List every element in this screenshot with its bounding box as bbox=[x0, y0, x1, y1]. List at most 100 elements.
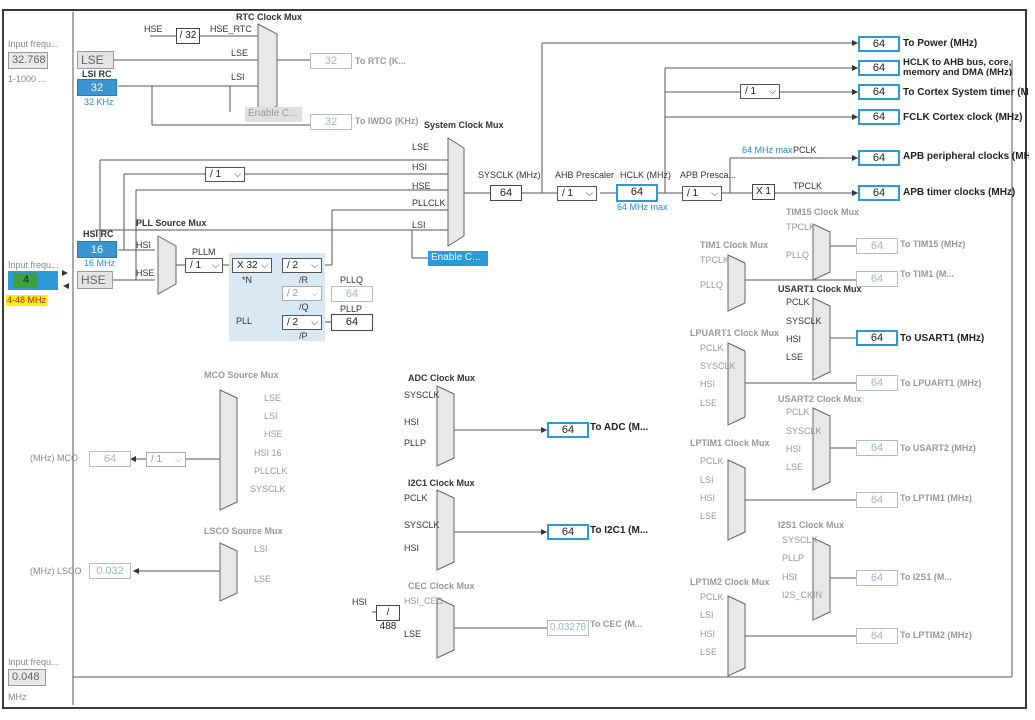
usart1-in3: HSI bbox=[786, 334, 802, 344]
apb-timer-value: 64 bbox=[858, 185, 900, 201]
plln-select[interactable]: X 32⌵ bbox=[232, 258, 272, 273]
lsco-value: 0.032 bbox=[89, 563, 131, 579]
apb-periph-label: APB peripheral clocks (MHz) bbox=[903, 151, 1029, 162]
sys-hse-in: HSE bbox=[412, 181, 431, 191]
iwdg-value: 32 bbox=[310, 114, 352, 130]
lse-freq-input[interactable]: 32.768 bbox=[8, 52, 48, 69]
usart1-value: 64 bbox=[856, 330, 898, 346]
hsi-div-select[interactable]: / 1 ⌵ bbox=[205, 167, 245, 182]
i2c1-value: 64 bbox=[547, 524, 589, 540]
hclk-input[interactable]: 64 bbox=[616, 184, 658, 202]
chevron-down-icon: ⌵ bbox=[311, 317, 318, 327]
mco-mux-title: MCO Source Mux bbox=[204, 370, 279, 380]
apb-periph-value: 64 bbox=[858, 150, 900, 166]
lptim2-value: 64 bbox=[856, 628, 898, 644]
pllp-select[interactable]: / 2 ⌵ bbox=[282, 315, 322, 330]
bottom-unit: MHz bbox=[8, 692, 27, 702]
rtc-lse-in: LSE bbox=[231, 48, 249, 58]
lpuart1-in3: HSI bbox=[700, 379, 716, 389]
tim15-in1: TPCLK bbox=[786, 222, 816, 232]
hsi-div-value: / 1 bbox=[210, 169, 222, 180]
cec-value: 0.03278 bbox=[547, 620, 589, 636]
lpuart1-in4: LSE bbox=[700, 398, 718, 408]
rtc-out-label: To RTC (K... bbox=[355, 56, 406, 66]
cec-div: / 488 bbox=[376, 605, 400, 632]
usart1-mux-title: USART1 Clock Mux bbox=[778, 284, 862, 294]
mco-in1: LSE bbox=[264, 393, 282, 403]
lsco-in2: LSE bbox=[254, 574, 272, 584]
tim1-value: 64 bbox=[856, 271, 898, 287]
pll-label: PLL bbox=[236, 316, 253, 326]
pllr-label: /R bbox=[299, 275, 308, 285]
hsi-rc-source[interactable]: 16 bbox=[77, 241, 117, 258]
hse-range: 4-48 MHz bbox=[6, 295, 48, 306]
lptim2-label: To LPTIM2 (MHz) bbox=[900, 630, 972, 640]
hclk-max: 64 MHz max bbox=[617, 202, 668, 212]
lptim1-in4: LSE bbox=[700, 511, 718, 521]
apb-prescaler-select[interactable]: / 1⌵ bbox=[682, 186, 722, 201]
i2c1-in1: PCLK bbox=[404, 493, 428, 503]
rtc-enable-css-button[interactable]: Enable C... bbox=[245, 107, 302, 122]
mco-div-select[interactable]: / 1⌵ bbox=[146, 452, 186, 467]
pll-hsi-in: HSI bbox=[136, 240, 152, 250]
lsi-unit: 32 KHz bbox=[84, 97, 114, 107]
lptim1-value: 64 bbox=[856, 492, 898, 508]
pclk-max: 64 MHz max bbox=[742, 145, 793, 155]
rtc-div-32[interactable]: / 32 bbox=[176, 28, 200, 44]
sys-enable-css-button[interactable]: Enable C... bbox=[428, 251, 488, 266]
usart1-in2: SYSCLK bbox=[786, 316, 822, 326]
hse-freq-input[interactable]: 4 bbox=[14, 273, 38, 288]
ahb-label: AHB Prescaler bbox=[555, 170, 615, 180]
i2s1-in4: I2S_CKIN bbox=[782, 590, 823, 600]
i2c1-label: To I2C1 (M... bbox=[590, 525, 649, 536]
lsco-mux-title: LSCO Source Mux bbox=[204, 526, 283, 536]
mco-in5: PLLCLK bbox=[254, 466, 288, 476]
lptim2-in2: LSI bbox=[700, 610, 714, 620]
pllm-select[interactable]: / 1⌵ bbox=[185, 258, 223, 273]
tim15-value: 64 bbox=[856, 238, 898, 254]
cec-hsi: HSI bbox=[352, 597, 368, 607]
lpuart1-label: To LPUART1 (MHz) bbox=[900, 378, 982, 388]
pllq-div-value: / 2 bbox=[287, 288, 299, 299]
pllp-label: PLLP bbox=[340, 304, 363, 314]
pllq-select[interactable]: / 2⌵ bbox=[282, 286, 322, 301]
pllp-div-label: /P bbox=[299, 331, 308, 341]
cec-in1: HSI_CEC bbox=[404, 596, 444, 606]
i2s1-in2: PLLP bbox=[782, 553, 805, 563]
lse-source[interactable]: LSE bbox=[77, 51, 114, 69]
tim-multiplier: X 1 bbox=[752, 184, 775, 200]
lpuart1-mux-title: LPUART1 Clock Mux bbox=[690, 328, 780, 338]
lptim2-mux-title: LPTIM2 Clock Mux bbox=[690, 577, 770, 587]
i2s1-label: To I2S1 (M... bbox=[900, 572, 952, 582]
sysclk-value: 64 bbox=[490, 185, 522, 201]
adc-in2: HSI bbox=[404, 417, 420, 427]
hclk-ahb-label: HCLK to AHB bus, core, memory and DMA (M… bbox=[903, 58, 1012, 76]
lsco-label: (MHz) LSCO bbox=[30, 566, 82, 576]
ahb-prescaler-select[interactable]: / 1⌵ bbox=[557, 186, 597, 201]
tim1-mux-title: TIM1 Clock Mux bbox=[700, 240, 769, 250]
pllp-value: 64 bbox=[331, 314, 373, 331]
chevron-down-icon: ⌵ bbox=[311, 260, 318, 270]
hclk-ahb-value: 64 bbox=[858, 60, 900, 76]
hse-source[interactable]: HSE bbox=[77, 271, 113, 289]
mco-in6: SYSCLK bbox=[250, 484, 286, 494]
usart2-mux-title: USART2 Clock Mux bbox=[778, 394, 862, 404]
adc-in1: SYSCLK bbox=[404, 390, 440, 400]
i2c1-in3: HSI bbox=[404, 543, 420, 553]
apb-timer-label: APB timer clocks (MHz) bbox=[903, 187, 1016, 198]
fclk-value: 64 bbox=[858, 109, 900, 125]
chevron-down-icon: ⌵ bbox=[234, 169, 241, 179]
usart2-in4: LSE bbox=[786, 462, 804, 472]
pllr-select[interactable]: / 2 ⌵ bbox=[282, 258, 322, 273]
pllm-label: PLLM bbox=[192, 247, 216, 257]
rtc-lsi-in: LSI bbox=[231, 72, 245, 82]
usart2-value: 64 bbox=[856, 440, 898, 456]
lsi-rc-source[interactable]: 32 bbox=[77, 79, 117, 96]
pllp-div-value: / 2 bbox=[287, 317, 299, 328]
pllr-value: / 2 bbox=[287, 260, 299, 271]
chevron-down-icon: ⌵ bbox=[711, 188, 718, 198]
lptim2-in4: LSE bbox=[700, 647, 718, 657]
bottom-freq-input[interactable]: 0.048 bbox=[8, 669, 46, 686]
cortex-div-select[interactable]: / 1⌵ bbox=[740, 84, 780, 99]
pllq-div-label: /Q bbox=[299, 302, 309, 312]
